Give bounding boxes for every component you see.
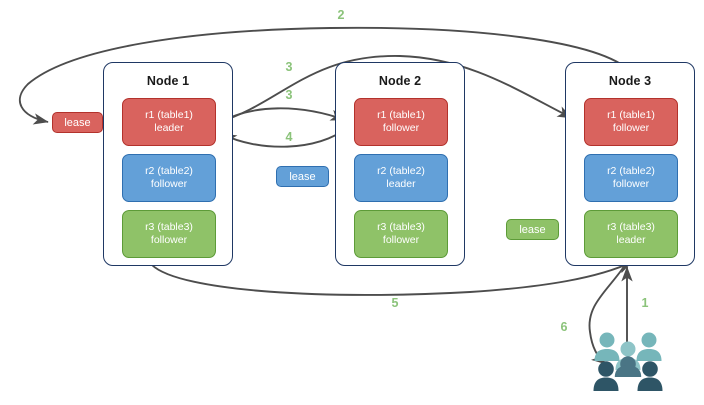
lease-badge-green[interactable]: lease: [506, 219, 559, 240]
replica-node1-r2[interactable]: r2 (table2) follower: [122, 154, 216, 202]
edge-5-path: [151, 261, 633, 296]
replica-role: follower: [382, 234, 420, 246]
edge-label-6: 6: [560, 320, 568, 334]
node-title-node2: Node 2: [378, 74, 422, 88]
replica-role: follower: [612, 178, 650, 190]
lease-badge-blue[interactable]: lease: [276, 166, 329, 187]
replica-role: follower: [150, 178, 188, 190]
replica-role: leader: [386, 178, 416, 190]
replica-name: r3 (table3): [145, 221, 193, 233]
replica-node2-r3[interactable]: r3 (table3) follower: [354, 210, 448, 258]
node-container-node1[interactable]: Node 1 r1 (table1) leader r2 (table2) fo…: [103, 62, 233, 266]
replica-role: follower: [150, 234, 188, 246]
node-container-node3[interactable]: Node 3 r1 (table1) follower r2 (table2) …: [565, 62, 695, 266]
replica-node2-r1[interactable]: r1 (table1) follower: [354, 98, 448, 146]
edge-label-5: 5: [391, 296, 399, 310]
edge-label-2: 2: [337, 8, 345, 22]
replica-name: r1 (table1): [377, 109, 425, 121]
replica-node3-r2[interactable]: r2 (table2) follower: [584, 154, 678, 202]
replica-role: follower: [612, 122, 650, 134]
node-title-node3: Node 3: [608, 74, 652, 88]
replica-node3-r3[interactable]: r3 (table3) leader: [584, 210, 678, 258]
replica-role: leader: [154, 122, 184, 134]
replica-role: leader: [616, 234, 646, 246]
replica-node1-r3[interactable]: r3 (table3) follower: [122, 210, 216, 258]
edge-label-4: 4: [285, 130, 293, 144]
replica-node2-r2[interactable]: r2 (table2) leader: [354, 154, 448, 202]
replica-name: r1 (table1): [145, 109, 193, 121]
replica-name: r3 (table3): [607, 221, 655, 233]
edge-label-1: 1: [641, 296, 649, 310]
replica-name: r1 (table1): [607, 109, 655, 121]
replica-name: r2 (table2): [607, 165, 655, 177]
edge-label-3b: 3: [285, 88, 293, 102]
replica-name: r2 (table2): [377, 165, 425, 177]
lease-badge-red[interactable]: lease: [52, 112, 103, 133]
replica-node1-r1[interactable]: r1 (table1) leader: [122, 98, 216, 146]
replica-name: r3 (table3): [377, 221, 425, 233]
replica-name: r2 (table2): [145, 165, 193, 177]
replica-role: follower: [382, 122, 420, 134]
edge-3b-path: [218, 107, 346, 124]
node-container-node2[interactable]: Node 2 r1 (table1) follower r2 (table2) …: [335, 62, 465, 266]
users-group-icon: [593, 332, 663, 391]
node-title-node1: Node 1: [146, 74, 190, 88]
edge-label-3a: 3: [285, 60, 293, 74]
replica-node3-r1[interactable]: r1 (table1) follower: [584, 98, 678, 146]
